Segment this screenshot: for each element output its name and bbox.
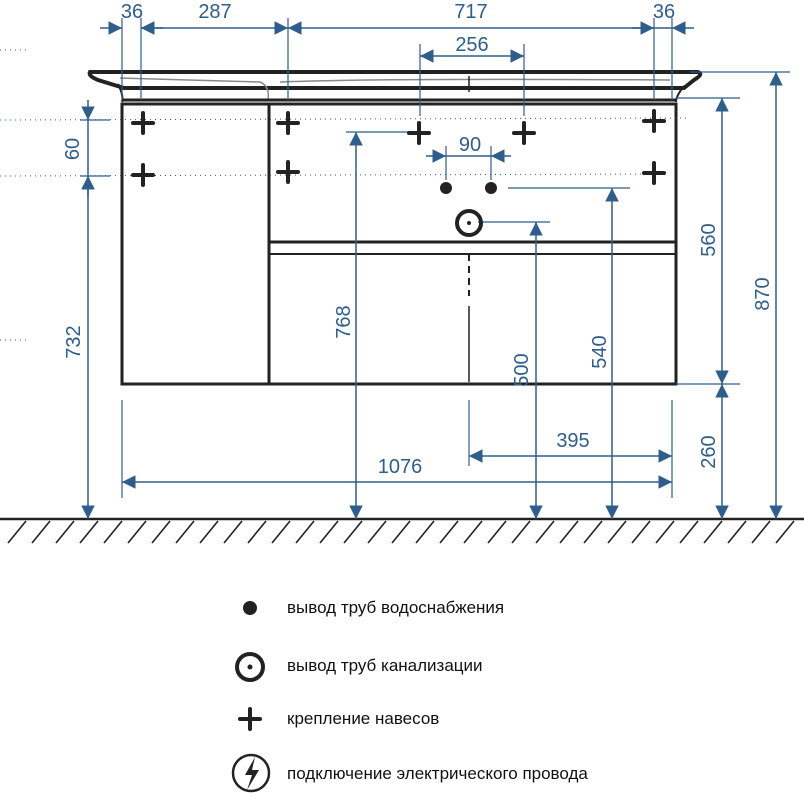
water-outlet-dot (485, 182, 497, 194)
lightning-icon (231, 753, 271, 793)
dim-label-540: 540 (589, 335, 611, 368)
dim-label-90: 90 (459, 134, 481, 156)
mount-cross-icon (238, 707, 262, 731)
dim-label-36-right: 36 (653, 1, 675, 23)
dim-label-560: 560 (698, 223, 720, 256)
dimension-labels: 36 287 717 36 256 90 60 732 768 500 540 … (62, 1, 774, 478)
dim-label-870: 870 (752, 277, 774, 310)
dim-label-260: 260 (698, 435, 720, 468)
dim-label-287: 287 (198, 1, 231, 23)
mount-cross (131, 163, 155, 187)
mount-cross (512, 121, 536, 145)
legend-water-label: вывод труб водоснабжения (287, 598, 505, 617)
mount-cross (642, 109, 666, 133)
water-dot-icon (243, 601, 257, 615)
drain-circle-icon (235, 652, 265, 682)
legend-mount-label: крепление навесов (287, 709, 440, 728)
mount-cross (276, 111, 300, 135)
mount-cross (276, 160, 300, 184)
dim-label-732: 732 (63, 325, 85, 358)
dim-label-717: 717 (454, 1, 487, 23)
countertop (87, 70, 703, 103)
drain-outlet (455, 209, 483, 237)
floor (0, 517, 804, 544)
dim-label-1076: 1076 (378, 456, 423, 478)
dim-label-500: 500 (511, 353, 533, 386)
dim-label-256: 256 (455, 34, 488, 56)
mount-markers (131, 109, 666, 187)
mount-cross (642, 161, 666, 185)
legend-electric-label: подключение электрического провода (287, 764, 588, 783)
water-outlets (440, 182, 497, 194)
dim-label-768: 768 (333, 305, 355, 338)
water-outlet-dot (440, 182, 452, 194)
mount-cross (407, 121, 431, 145)
mount-cross (131, 111, 155, 135)
dim-label-395: 395 (556, 430, 589, 452)
reference-lines (0, 49, 691, 341)
legend-sewer-label: вывод труб канализации (287, 656, 483, 675)
dim-label-36-left: 36 (121, 1, 143, 23)
dimension-lines (81, 21, 783, 519)
dim-label-60: 60 (62, 138, 84, 160)
